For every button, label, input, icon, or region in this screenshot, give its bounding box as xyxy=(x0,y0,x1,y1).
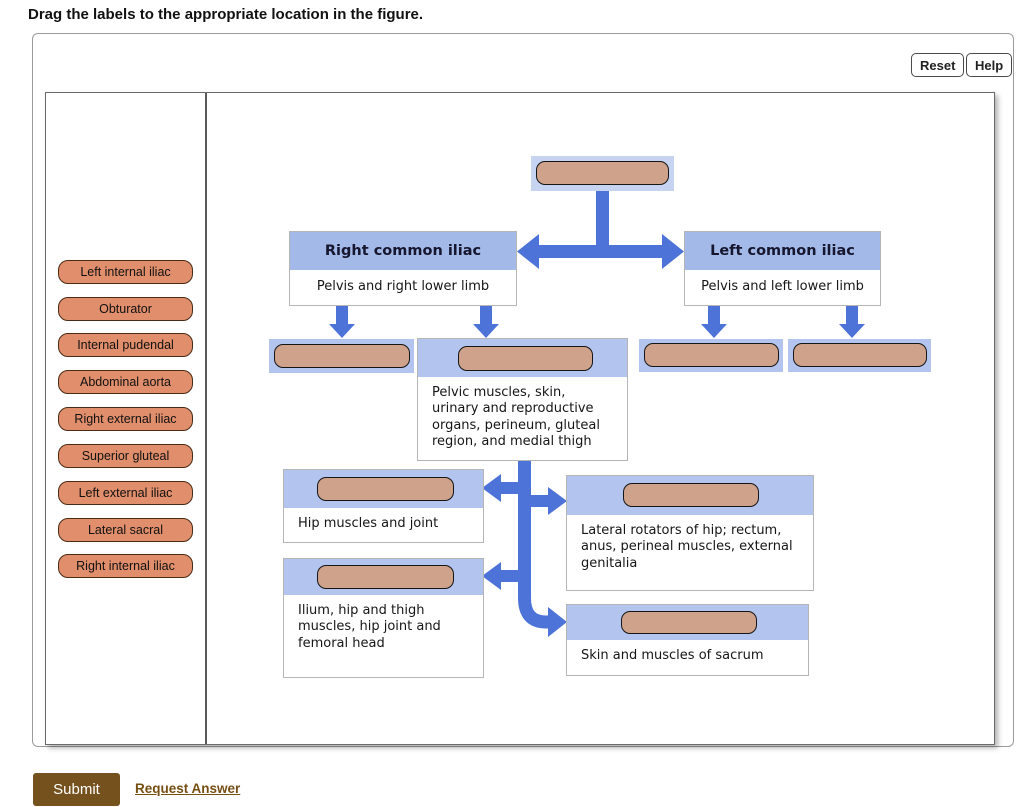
drop-slot-mid-4[interactable] xyxy=(793,343,927,367)
box-header xyxy=(418,339,627,377)
box-body: Pelvis and right lower limb xyxy=(316,279,490,295)
box-lateral-rotators: Lateral rotators of hip; rectum, anus, p… xyxy=(566,475,814,591)
label-column-divider xyxy=(205,93,207,744)
box-body: Skin and muscles of sacrum xyxy=(581,648,764,663)
drop-target-mid-4 xyxy=(788,339,931,372)
drop-slot-lateral[interactable] xyxy=(623,483,759,507)
box-ilium: Ilium, hip and thigh muscles, hip joint … xyxy=(283,558,484,678)
drop-slot-mid-1[interactable] xyxy=(274,344,410,368)
box-header xyxy=(567,476,813,515)
drop-slot-mid-3[interactable] xyxy=(644,343,779,367)
box-pelvic: Pelvic muscles, skin, urinary and reprod… xyxy=(417,338,628,461)
label-chip[interactable]: Abdominal aorta xyxy=(58,370,193,394)
box-left-common-iliac: Left common iliac Pelvis and left lower … xyxy=(684,231,881,306)
box-body: Lateral rotators of hip; rectum, anus, p… xyxy=(581,523,793,571)
reset-button[interactable]: Reset xyxy=(911,53,965,77)
box-body: Hip muscles and joint xyxy=(298,516,439,531)
box-body: Pelvic muscles, skin, urinary and reprod… xyxy=(432,385,600,449)
box-sacrum: Skin and muscles of sacrum xyxy=(566,604,809,676)
box-body: Pelvis and left lower limb xyxy=(701,279,864,295)
box-hip: Hip muscles and joint xyxy=(283,469,484,543)
drop-slot-hip[interactable] xyxy=(317,477,454,501)
box-header: Right common iliac xyxy=(290,232,516,270)
box-header: Left common iliac xyxy=(685,232,880,270)
help-button[interactable]: Help xyxy=(966,53,1013,77)
label-chip[interactable]: Left internal iliac xyxy=(58,260,193,284)
drop-slot-ilium[interactable] xyxy=(317,565,454,589)
label-chip[interactable]: Lateral sacral xyxy=(58,518,193,542)
label-chip[interactable]: Left external iliac xyxy=(58,481,193,505)
box-header xyxy=(284,470,483,508)
label-chip[interactable]: Right internal iliac xyxy=(58,554,193,578)
drop-slot-pelvic[interactable] xyxy=(458,346,593,371)
drop-target-mid-1 xyxy=(269,339,414,373)
instruction-text: Drag the labels to the appropriate locat… xyxy=(28,6,424,23)
box-header xyxy=(284,559,483,595)
drop-slot-sacrum[interactable] xyxy=(621,611,757,634)
label-chip[interactable]: Right external iliac xyxy=(58,407,193,431)
submit-button[interactable]: Submit xyxy=(33,773,120,806)
box-title: Left common iliac xyxy=(710,243,855,259)
request-answer-link[interactable]: Request Answer xyxy=(135,781,241,796)
figure-area: Left internal iliac Obturator Internal p… xyxy=(45,92,995,745)
box-title: Right common iliac xyxy=(324,243,482,259)
label-chip[interactable]: Obturator xyxy=(58,297,193,321)
drop-target-top xyxy=(531,156,674,191)
box-right-common-iliac: Right common iliac Pelvis and right lowe… xyxy=(289,231,517,306)
box-header xyxy=(567,605,808,640)
label-chip[interactable]: Internal pudendal xyxy=(58,333,193,357)
box-body: Ilium, hip and thigh muscles, hip joint … xyxy=(298,603,441,651)
drop-slot-top[interactable] xyxy=(536,161,669,185)
label-chip[interactable]: Superior gluteal xyxy=(58,444,193,468)
drop-target-mid-3 xyxy=(639,339,783,372)
